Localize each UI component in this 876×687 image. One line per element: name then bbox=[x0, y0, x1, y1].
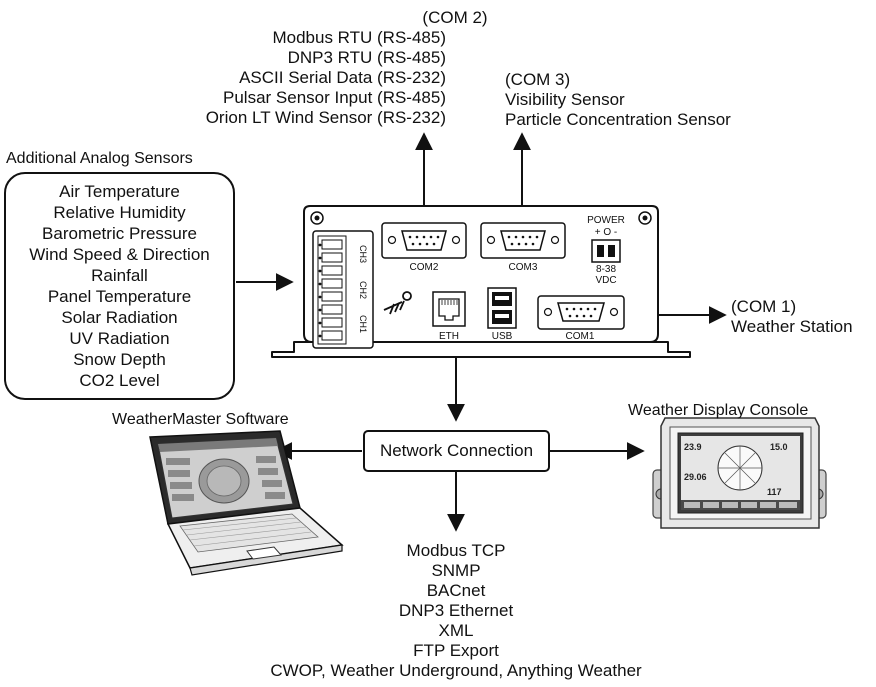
network-connection-box bbox=[363, 430, 550, 472]
protocol-item: XML bbox=[438, 621, 474, 640]
analog-sensor-item: Relative Humidity bbox=[53, 203, 186, 222]
usb-ports bbox=[487, 287, 517, 329]
com1-port-label: COM1 bbox=[566, 331, 595, 342]
software-label: WeatherMaster Software bbox=[112, 411, 289, 428]
protocol-item: BACnet bbox=[426, 581, 486, 600]
analog-sensor-item: Panel Temperature bbox=[47, 287, 192, 306]
analog-sensors-box bbox=[4, 172, 235, 400]
console-reading: 15.0 bbox=[770, 442, 788, 452]
eth-port bbox=[432, 291, 466, 327]
protocol-item: CWOP, Weather Underground, Anything Weat… bbox=[270, 661, 642, 680]
protocol-list: Modbus TCP SNMP BACnet DNP3 Ethernet XML… bbox=[156, 541, 756, 681]
com3-port bbox=[480, 222, 566, 259]
console-label: Weather Display Console bbox=[628, 402, 809, 419]
channel-label-ch1: CH1 bbox=[358, 315, 368, 333]
protocol-item: Modbus TCP bbox=[406, 541, 506, 560]
protocol-item: SNMP bbox=[431, 561, 481, 580]
analog-sensors-list: Air Temperature Relative Humidity Barome… bbox=[5, 181, 234, 391]
power-terminal bbox=[591, 239, 621, 263]
analog-sensor-item: UV Radiation bbox=[69, 329, 170, 348]
usb-port-label: USB bbox=[492, 331, 513, 342]
power-label: POWER bbox=[587, 215, 625, 226]
analog-sensor-item: Wind Speed & Direction bbox=[29, 245, 210, 264]
analog-sensor-item: Snow Depth bbox=[73, 350, 166, 369]
weather-station-label: Weather Station bbox=[731, 317, 853, 336]
com2-options: (COM 2) bbox=[170, 8, 680, 28]
voltage-range: 8-38 bbox=[596, 264, 616, 275]
com3-port-label: COM3 bbox=[509, 262, 538, 273]
network-connection-label: Network Connection bbox=[379, 441, 534, 460]
protocol-item: FTP Export bbox=[413, 641, 499, 660]
com2-item: Orion LT Wind Sensor (RS-232) bbox=[205, 108, 446, 127]
com2-item: Modbus RTU (RS-485) bbox=[272, 28, 446, 47]
console-reading: 29.06 bbox=[684, 472, 707, 482]
channel-label-ch2: CH2 bbox=[358, 281, 368, 299]
analog-sensor-item: CO2 Level bbox=[79, 371, 160, 390]
voltage-unit: VDC bbox=[595, 275, 616, 286]
com2-item: ASCII Serial Data (RS-232) bbox=[239, 68, 446, 87]
com3-item: Visibility Sensor bbox=[505, 90, 625, 109]
com1-destination: (COM 1) Weather Station bbox=[731, 297, 853, 337]
analog-sensor-item: Air Temperature bbox=[59, 182, 180, 201]
analog-sensor-item: Solar Radiation bbox=[61, 308, 178, 327]
com3-title: (COM 3) bbox=[505, 70, 571, 89]
console-icon bbox=[652, 417, 827, 529]
console-reading: 117 bbox=[767, 487, 782, 497]
laptop-icon bbox=[149, 430, 344, 576]
console-reading: 23.9 bbox=[684, 442, 702, 452]
channel-label-ch3: CH3 bbox=[358, 245, 368, 263]
protocol-item: DNP3 Ethernet bbox=[398, 601, 514, 620]
com2-item: DNP3 RTU (RS-485) bbox=[287, 48, 446, 67]
com1-port bbox=[537, 295, 625, 330]
com2-port-label: COM2 bbox=[410, 262, 439, 273]
com3-options: (COM 3) Visibility Sensor Particle Conce… bbox=[505, 70, 731, 130]
eth-port-label: ETH bbox=[439, 331, 459, 342]
analog-sensor-item: Rainfall bbox=[91, 266, 148, 285]
com3-item: Particle Concentration Sensor bbox=[505, 110, 731, 129]
com2-list: Modbus RTU (RS-485) DNP3 RTU (RS-485) AS… bbox=[100, 28, 446, 128]
com2-port bbox=[381, 222, 467, 259]
analog-terminal-block bbox=[312, 230, 374, 349]
com2-item: Pulsar Sensor Input (RS-485) bbox=[223, 88, 446, 107]
analog-sensors-heading: Additional Analog Sensors bbox=[6, 150, 193, 167]
com1-title: (COM 1) bbox=[731, 297, 797, 316]
power-polarity: + O - bbox=[595, 227, 618, 238]
com2-title: (COM 2) bbox=[422, 8, 488, 27]
analog-sensor-item: Barometric Pressure bbox=[42, 224, 197, 243]
ground-icon bbox=[383, 291, 412, 315]
